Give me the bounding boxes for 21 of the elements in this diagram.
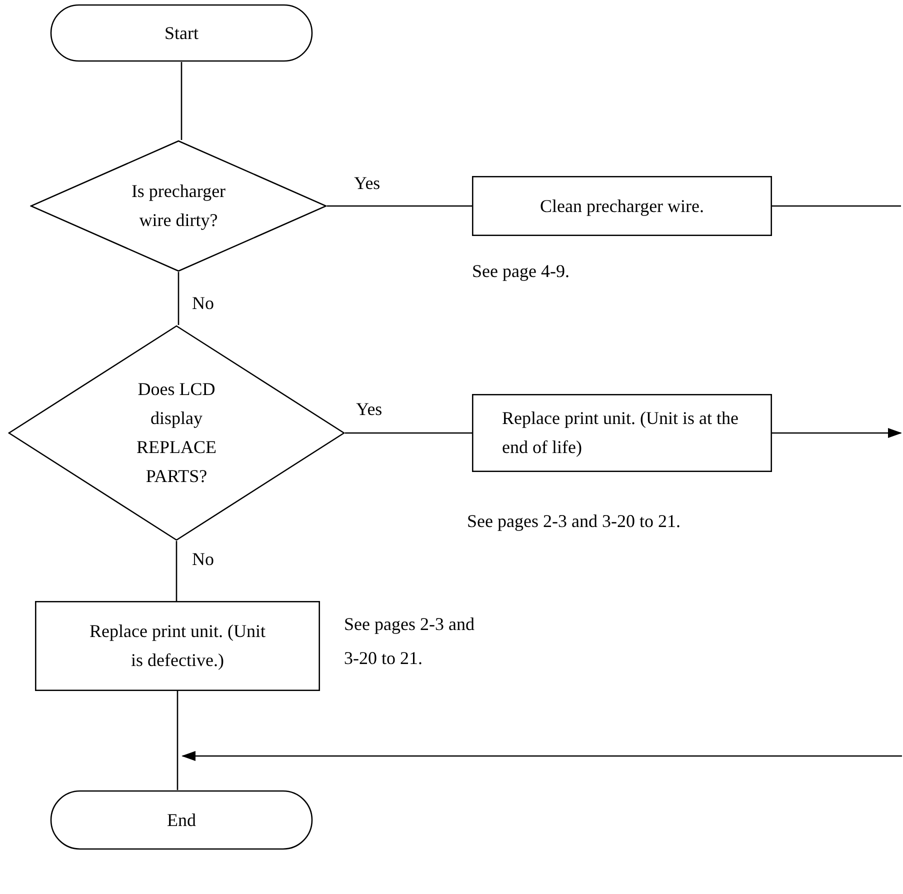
connector-line [176,541,178,601]
node-text: Start [164,22,198,45]
decision-diamond [8,325,345,541]
arrow [772,428,902,438]
connector-line [345,432,472,434]
reference-note: See pages 2-3 and 3-20 to 21. [467,510,682,533]
node-text: Does LCD display REPLACE PARTS? [135,378,218,488]
reference-note: See page 4-9. [472,260,570,283]
connector-line [178,272,180,325]
decision-diamond [30,140,327,272]
reference-note: See pages 2-3 and 3-20 to 21. [344,613,476,670]
node-text: Replace print unit. (Unit is defective.) [88,620,266,672]
connector-line [176,691,178,790]
node-text: Is precharger wire dirty? [130,180,227,232]
connector-line [327,205,472,207]
connector-line [772,205,901,207]
arrow [182,751,902,761]
node-text: End [167,808,196,832]
node-text: Replace print unit. (Unit is at the end of life) [502,407,740,459]
connector-line [180,62,182,140]
node-text: Clean precharger wire. [540,194,704,218]
